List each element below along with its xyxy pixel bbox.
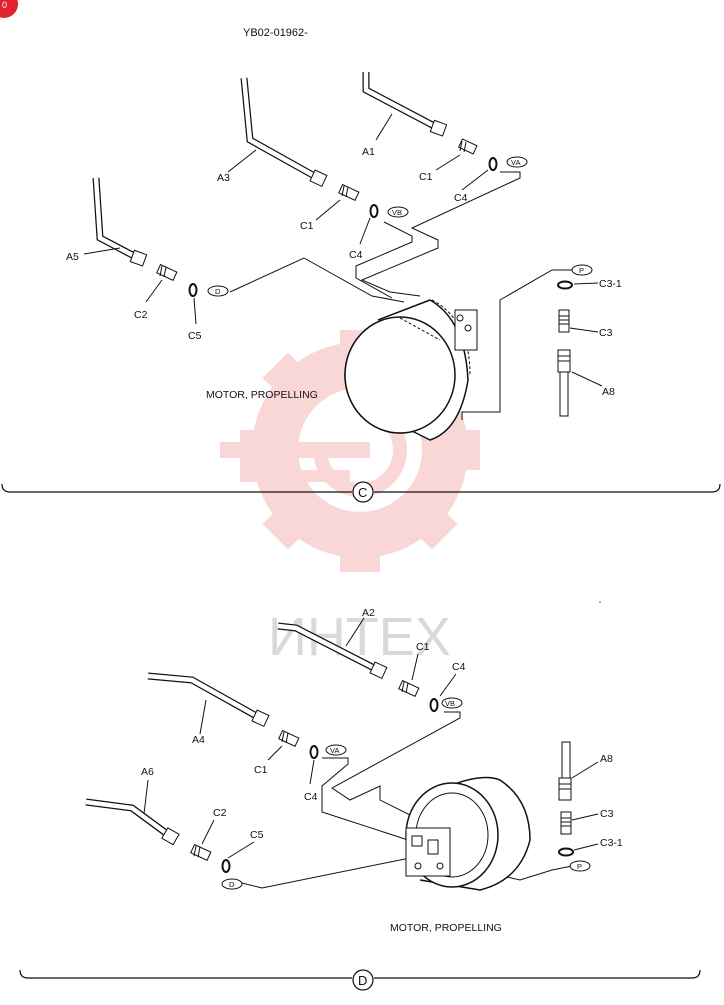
motor-c (344, 299, 478, 441)
o-ring-c4-d-a (429, 698, 439, 712)
port-label-d: D (215, 287, 221, 296)
label-c4b: C4 (349, 249, 363, 261)
label-c1-d-a: C1 (416, 641, 430, 653)
port-tag-va (506, 156, 528, 168)
fitting-c1 (457, 138, 478, 155)
motor-d (405, 776, 531, 891)
section-d-bracket (19, 969, 701, 991)
label-c1a: C1 (419, 171, 433, 183)
port-tag-p-d (569, 860, 591, 872)
label-c3: C3 (599, 327, 613, 339)
label-a5: A5 (66, 251, 79, 263)
label-c2-d: C2 (213, 807, 227, 819)
label-c3-1: C3-1 (599, 278, 622, 290)
label-a8-d: A8 (600, 753, 613, 765)
label-a8: A8 (602, 386, 615, 398)
section-c-letter: C (358, 485, 367, 500)
label-c4-d-b: C4 (304, 791, 318, 803)
fitting-c3-d (560, 811, 572, 835)
o-ring-c4a (488, 157, 498, 171)
o-ring-c5 (188, 283, 198, 297)
label-c3-d: C3 (600, 808, 614, 820)
port-label-va-d: VA (330, 746, 339, 755)
fitting-c1-d-b (278, 729, 300, 747)
port-label-p: P (579, 266, 584, 275)
pipe-a8 (557, 349, 571, 417)
label-a4: A4 (192, 734, 205, 746)
label-c2: C2 (134, 309, 148, 321)
label-c5-d: C5 (250, 829, 264, 841)
section-c-bracket (1, 481, 721, 503)
port-tag-vb-d (441, 697, 463, 709)
pipe-a8-d (558, 741, 572, 801)
pipe-a2 (277, 622, 388, 680)
port-tag-va-d (325, 744, 347, 756)
section-c-caption: MOTOR, PROPELLING (206, 389, 318, 401)
port-tag-d-d (221, 878, 243, 890)
fitting-c1-d-a (398, 679, 420, 697)
port-label-va: VA (511, 158, 520, 167)
label-c5: C5 (188, 330, 202, 342)
label-a1: A1 (362, 146, 375, 158)
pipe-a5 (92, 177, 148, 267)
o-ring-c4-d-b (309, 745, 319, 759)
pipe-a1 (362, 72, 448, 137)
port-tag-p (571, 264, 593, 276)
pipe-a4 (147, 672, 270, 728)
corner-badge: 0 (0, 0, 18, 18)
o-ring-c5-d (221, 859, 231, 873)
label-c1b: C1 (300, 220, 314, 232)
label-c1-d-b: C1 (254, 764, 268, 776)
section-c (83, 72, 603, 441)
o-ring-c3-1 (557, 280, 573, 290)
section-d-letter: D (358, 973, 367, 988)
document-code: YB02-01962- (243, 27, 308, 39)
hose-routing-c (229, 171, 572, 420)
port-label-d-d: D (229, 880, 235, 889)
leader-lines-c (83, 113, 603, 387)
section-d (85, 617, 599, 891)
scan-speck (599, 601, 601, 603)
label-c4a: C4 (454, 192, 468, 204)
fitting-c1b (338, 183, 360, 201)
port-label-p-d: P (577, 862, 582, 871)
label-a2: A2 (362, 607, 375, 619)
port-label-vb: VB (392, 208, 402, 217)
corner-badge-text: 0 (2, 0, 7, 10)
pipe-a3 (240, 77, 328, 188)
section-d-caption: MOTOR, PROPELLING (390, 922, 502, 934)
o-ring-c3-1-d (558, 847, 574, 857)
label-c3-1-d: C3-1 (600, 837, 623, 849)
port-tag-d (207, 285, 229, 297)
o-ring-c4b (369, 204, 379, 218)
pipe-a6 (85, 798, 180, 846)
label-c4-d-a: C4 (452, 661, 466, 673)
port-label-vb-d: VB (445, 699, 455, 708)
leader-lines-d (143, 617, 599, 859)
port-tag-vb (387, 206, 409, 218)
fitting-c2 (156, 263, 178, 281)
fitting-c3 (558, 309, 570, 333)
label-a3: A3 (217, 172, 230, 184)
label-a6: A6 (141, 766, 154, 778)
fitting-c2-d (190, 843, 212, 861)
